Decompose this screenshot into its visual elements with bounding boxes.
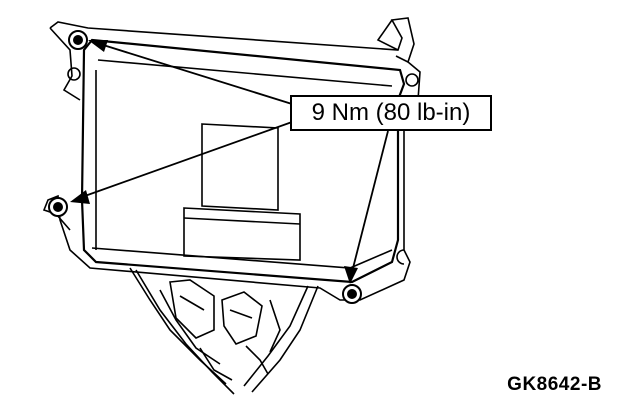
arrowhead-top-left [88, 40, 108, 52]
torque-callout: 9 Nm (80 lb-in) [290, 95, 492, 131]
module-housing [80, 38, 406, 284]
arrowhead-left [70, 190, 90, 204]
bolt-top-left [68, 30, 88, 50]
wiring-harness [129, 267, 319, 395]
leader-line-bottom-right [351, 130, 389, 273]
bolt-left [48, 197, 68, 217]
bolt-bottom-right [342, 284, 362, 304]
leader-line-left [81, 121, 293, 198]
leader-line-top-left [99, 43, 293, 105]
figure-id: GK8642-B [507, 374, 602, 395]
arrowhead-bottom-right [344, 266, 358, 284]
leader-arrows [70, 40, 389, 284]
